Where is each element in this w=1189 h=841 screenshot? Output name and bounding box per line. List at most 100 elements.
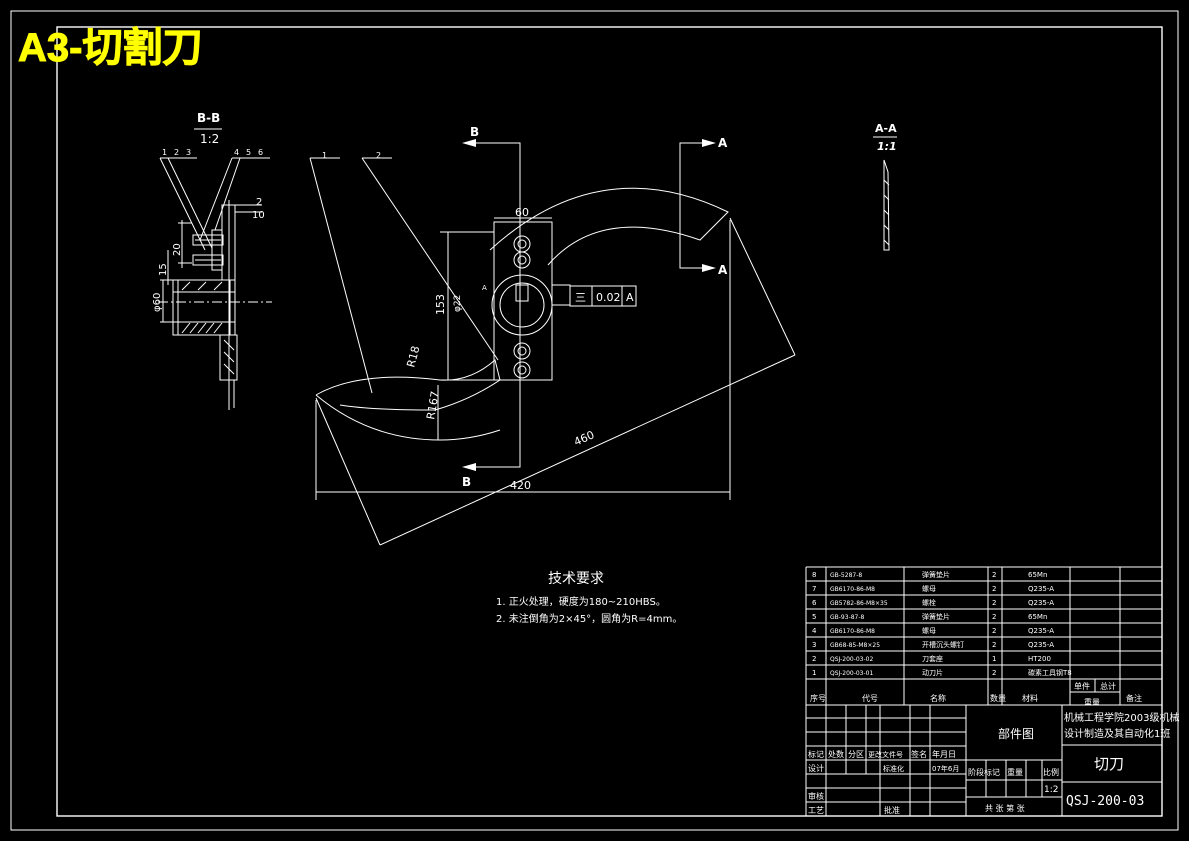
lbl-zone: 分区 [848,750,864,759]
callout-bb-3: 3 [186,148,191,157]
bom-header-material: 材料 [1022,693,1038,703]
title-block-text: 部件图 机械工程学院2003级机械 设计制造及其自动化1班 切刀 QSJ-200… [808,711,1179,815]
lbl-weight: 重量 [1007,767,1023,777]
bom-row-material: Q235-A [1028,599,1054,607]
bom-row-qty: 2 [992,599,996,607]
bom-row-name: 螺母 [922,626,936,635]
bom-row-code: GB6170-86-M8 [830,628,875,635]
dim-r18: R18 [404,345,422,369]
bom-row-name: 螺母 [922,584,936,593]
bom-row-code: GB5782-86-M8×35 [830,600,888,607]
dim-10: 10 [252,210,265,221]
lbl-sheets: 共 张 第 张 [985,803,1025,813]
bom-row-no: 3 [812,641,816,649]
bom-row-qty: 2 [992,627,996,635]
cut-marker-a-top: A [718,136,728,150]
dim-tol: φ22 [453,295,463,312]
bom-row-code: GB6170-86-M8 [830,586,875,593]
school-name: 机械工程学院2003级机械 [1064,711,1179,724]
lbl-doc: 更改文件号 [868,750,903,759]
bom-row-no: 4 [812,627,817,635]
bom-row-qty: 2 [992,641,996,649]
bom-row-no: 1 [812,669,816,677]
outer-border [10,10,1179,831]
callout-bb-6: 6 [258,148,263,157]
cut-marker-b-bottom: B [462,475,471,489]
dim-20: 20 [172,243,183,256]
callout-1: 1 [322,151,327,160]
dim-460: 460 [572,428,596,448]
bom-row-qty: 2 [992,571,996,579]
callout-bb-4: 4 [234,148,239,157]
tech-requirement-2: 2. 未注倒角为2×45°，圆角为R=4mm。 [496,612,682,625]
section-bb-scale: 1:2 [200,132,219,146]
callout-bb-2: 2 [174,148,179,157]
drawing-number: QSJ-200-03 [1066,794,1144,809]
lbl-design: 设计 [808,763,824,773]
class-name: 设计制造及其自动化1班 [1064,727,1170,740]
lbl-count: 处数 [828,749,844,759]
bom-row-name: 弹簧垫片 [922,570,950,579]
section-bb-view [158,128,272,410]
bom-header-code: 代号 [862,693,878,703]
bom-row-qty: 2 [992,669,996,677]
part-name: 切刀 [1094,755,1124,773]
lbl-ymd: 年月日 [932,749,956,759]
dim-153: 153 [434,294,447,315]
bom-row-code: QSJ-200-03-01 [830,670,873,677]
lbl-stage: 阶段标记 [968,767,1000,777]
bom-row-no: 8 [812,571,816,579]
drawing-title: A3-切割刀 [18,26,202,70]
bom-header-weight: 重量 [1084,697,1100,707]
gdt-tolerance: 0.02 [596,291,621,304]
bom-row-no: 2 [812,655,816,663]
tech-requirements-heading: 技术要求 [548,571,604,587]
bom-row-material: 65Mn [1028,571,1047,579]
bom-row-code: GB-93-87-8 [830,614,865,621]
lbl-approve: 批准 [884,805,900,815]
gdt-symbol: 三 [575,291,586,304]
dim-r167: R167 [424,390,442,420]
section-bb-label: B-B [197,111,220,125]
bom-header-name: 名称 [930,693,946,703]
dim-420: 420 [510,479,531,492]
callout-bb-1: 1 [162,148,167,157]
main-view [309,142,796,546]
lbl-mark: 标记 [808,749,824,759]
datum-a-small: A [482,284,487,292]
bom-row-name: 开槽沉头螺钉 [922,640,964,649]
bom-row-name: 弹簧垫片 [922,612,950,621]
bom-header-no: 序号 [810,693,826,703]
callout-bb-5: 5 [246,148,251,157]
scale-value: 1:2 [1044,785,1058,795]
dim-60-top: 60 [515,206,529,219]
lbl-sign: 签名 [911,749,927,759]
bom-row-qty: 2 [992,585,996,593]
tech-requirement-1: 1. 正火处理，硬度为180~210HBS。 [496,595,666,608]
bom-row-code: GB-5287-8 [830,572,862,579]
bom-header-remark: 备注 [1126,693,1142,703]
bom-row-material: HT200 [1028,655,1051,663]
inner-frame [56,26,1163,817]
gdt-datum: A [626,291,634,304]
bom-row-material: 65Mn [1028,613,1047,621]
bom-row-material: Q235-A [1028,585,1054,593]
bom-header-total: 总计 [1100,681,1116,691]
cut-marker-b-top: B [470,125,479,139]
section-aa-label: A-A [875,122,897,135]
standardization: 标准化 [883,764,904,773]
date-value: 07年6月 [932,764,959,773]
bom-row-name: 螺栓 [922,598,936,607]
bom-header-single: 单件 [1074,681,1090,691]
dim-15: 15 [158,263,169,276]
bom-row-no: 7 [812,585,816,593]
bom-row-name: 刀套座 [922,654,943,663]
cut-arrows [462,139,716,471]
bom-header-qty: 数量 [990,693,1006,703]
bom-row-material: Q235-A [1028,641,1054,649]
bom-row-name: 动刀片 [922,668,943,677]
drawing-type: 部件图 [998,726,1034,741]
